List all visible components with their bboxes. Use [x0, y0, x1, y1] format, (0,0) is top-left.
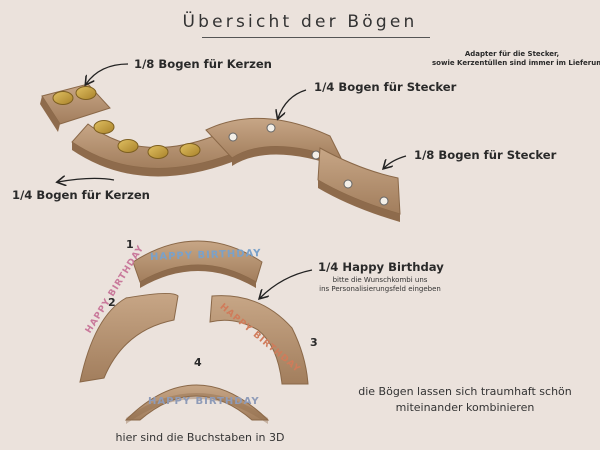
hb-arc-4	[124, 384, 270, 424]
label-happy-birthday: 1/4 Happy Birthday	[318, 260, 444, 274]
hb-arc-3	[209, 295, 309, 385]
combine-note-line1: die Bögen lassen sich traumhaft schön	[358, 385, 572, 398]
arc-number-2: 2	[108, 296, 116, 309]
arc-number-1: 1	[126, 238, 134, 251]
hb-note-line1: bitte die Wunschkombi uns	[332, 276, 428, 284]
adapter-note: Adapter für die Stecker, sowie Kerzentül…	[432, 50, 600, 68]
arrow-quarter-plug	[278, 89, 307, 118]
adapter-note-line1: Adapter für die Stecker,	[464, 50, 560, 58]
label-eighth-candles: 1/8 Bogen für Kerzen	[134, 57, 272, 71]
label-eighth-plug: 1/8 Bogen für Stecker	[414, 148, 557, 162]
arrow-quarter-candles	[58, 178, 115, 182]
combine-note-line2: miteinander kombinieren	[395, 401, 535, 414]
hb-note-line2: ins Personalisierungsfeld eingeben	[319, 285, 441, 293]
combine-note: die Bögen lassen sich traumhaft schön mi…	[350, 384, 580, 416]
letters-3d-note: hier sind die Buchstaben in 3D	[115, 431, 285, 444]
hb-arc-1	[132, 240, 263, 288]
arc-1-8-plug	[317, 147, 401, 222]
arc-1-4-plug	[205, 117, 344, 168]
hb-note: bitte die Wunschkombi uns ins Personalis…	[318, 276, 442, 294]
hb-arc-4-lettering: HAPPY BIRTHDAY	[148, 396, 260, 407]
arrow-eighth-plug	[384, 155, 407, 168]
arrow-happy-birthday	[260, 269, 313, 298]
adapter-note-line2: sowie Kerzentüllen sind immer im Lieferu…	[432, 59, 600, 67]
hb-arc-2	[79, 292, 179, 383]
page-title: Übersicht der Bögen	[182, 12, 418, 32]
title-underline	[202, 37, 430, 38]
arc-number-4: 4	[194, 356, 202, 369]
arc-1-8-candles	[40, 83, 111, 132]
label-quarter-candles: 1/4 Bogen für Kerzen	[12, 188, 150, 202]
arc-number-3: 3	[310, 336, 318, 349]
label-quarter-plug: 1/4 Bogen für Stecker	[314, 80, 457, 94]
arrow-eighth-candles	[86, 63, 129, 84]
